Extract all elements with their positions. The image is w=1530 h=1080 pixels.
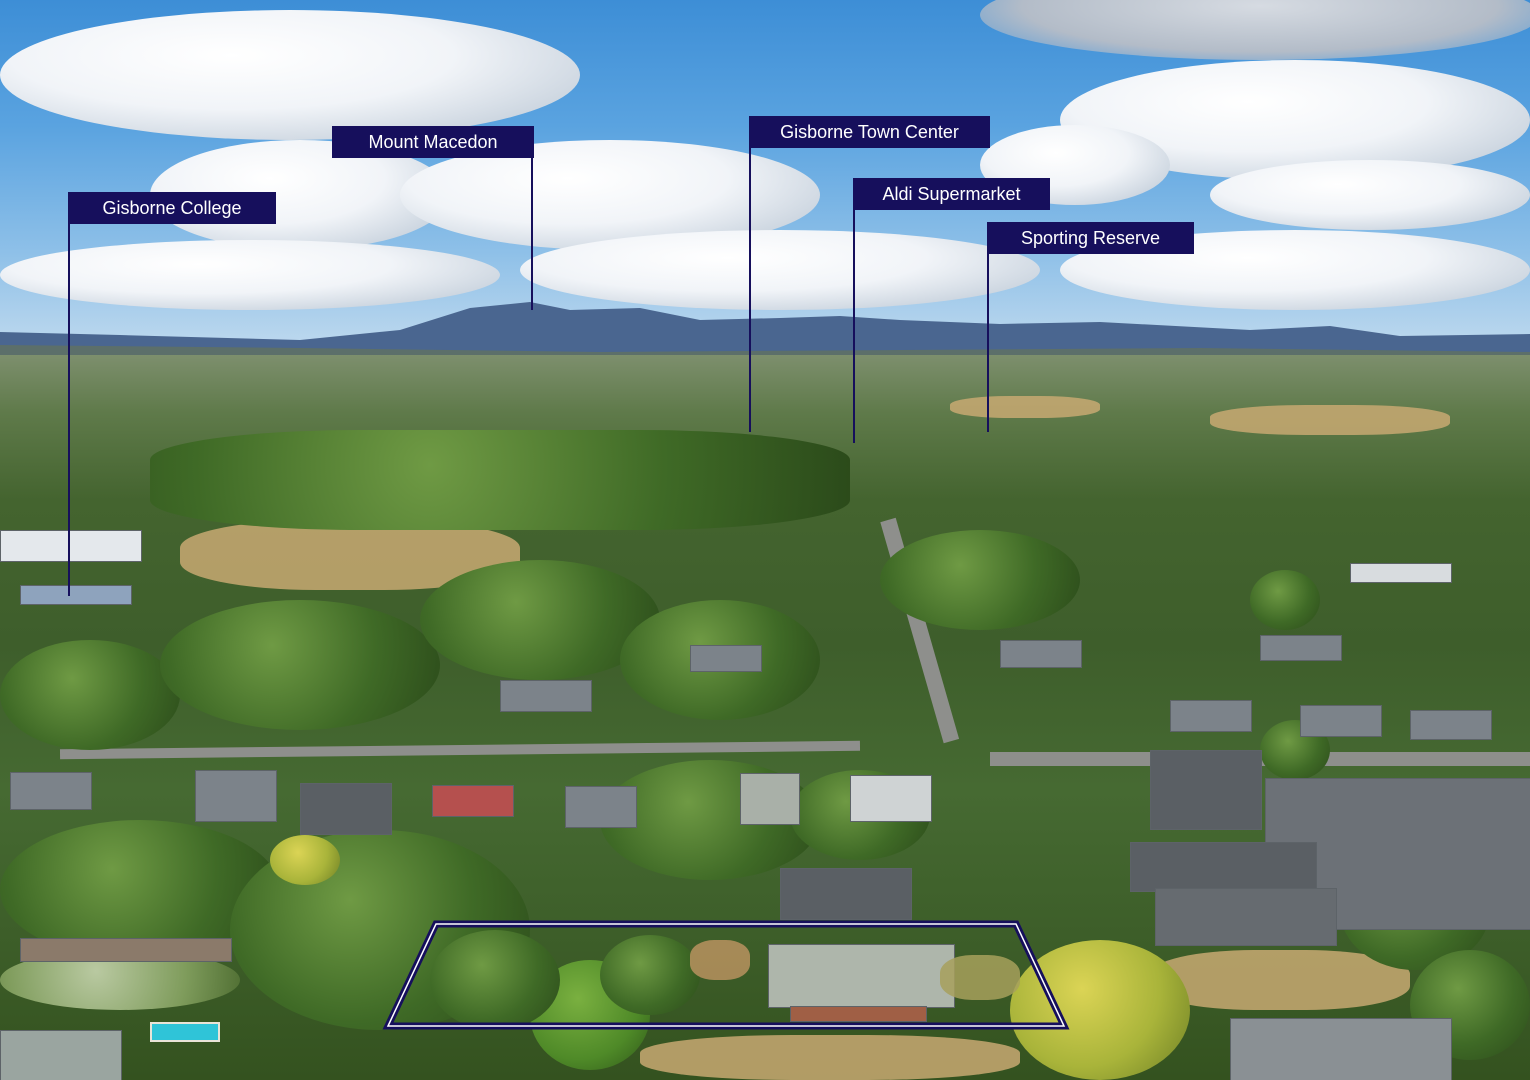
house-roof (1170, 700, 1252, 732)
leader-line-sporting-reserve (987, 254, 989, 432)
house-roof (432, 785, 514, 817)
house-roof (1155, 888, 1337, 946)
school-building (20, 585, 132, 605)
house-roof (1150, 750, 1262, 830)
swimming-pool (150, 1022, 220, 1042)
tree (0, 640, 180, 750)
field (950, 396, 1100, 418)
house-roof (1230, 1018, 1452, 1080)
house-roof (1300, 705, 1382, 737)
house-roof (20, 938, 232, 962)
school-building (0, 530, 142, 562)
cloud (520, 230, 1040, 310)
tree (880, 530, 1080, 630)
leader-line-mount-macedon (531, 158, 533, 310)
yellow-tree (270, 835, 340, 885)
subject-house-roof (768, 944, 955, 1008)
house-roof (195, 770, 277, 822)
house-roof (0, 1030, 122, 1080)
house-roof (740, 773, 800, 825)
leader-line-gisborne-college (68, 224, 70, 596)
house-roof (1410, 710, 1492, 740)
house-roof (850, 775, 932, 822)
leader-line-gisborne-town-center (749, 148, 751, 432)
house-roof (690, 645, 762, 672)
house-roof (500, 680, 592, 712)
house-roof (10, 772, 92, 810)
yellow-tree (1010, 940, 1190, 1080)
cloud (0, 10, 580, 140)
leader-line-aldi-supermarket (853, 210, 855, 443)
label-mount-macedon: Mount Macedon (332, 126, 534, 158)
house-roof (1130, 842, 1317, 892)
pine-forest (150, 430, 850, 530)
subject-house-wall (790, 1006, 927, 1022)
field (1210, 405, 1450, 435)
tree (600, 935, 700, 1015)
label-aldi-supermarket: Aldi Supermarket (853, 178, 1050, 210)
house-roof (1350, 563, 1452, 583)
lawn (940, 955, 1020, 1000)
house-roof (300, 783, 392, 835)
house-roof (1000, 640, 1082, 668)
house-roof (565, 786, 637, 828)
tree (430, 930, 560, 1030)
tree (1250, 570, 1320, 630)
cloud (0, 240, 500, 310)
field (1150, 950, 1410, 1010)
lawn (690, 940, 750, 980)
label-gisborne-town-center: Gisborne Town Center (749, 116, 990, 148)
tree (160, 600, 440, 730)
field (640, 1035, 1020, 1080)
label-gisborne-college: Gisborne College (68, 192, 276, 224)
house-roof (1260, 635, 1342, 661)
cloud (1210, 160, 1530, 230)
house-roof (780, 868, 912, 920)
label-sporting-reserve: Sporting Reserve (987, 222, 1194, 254)
